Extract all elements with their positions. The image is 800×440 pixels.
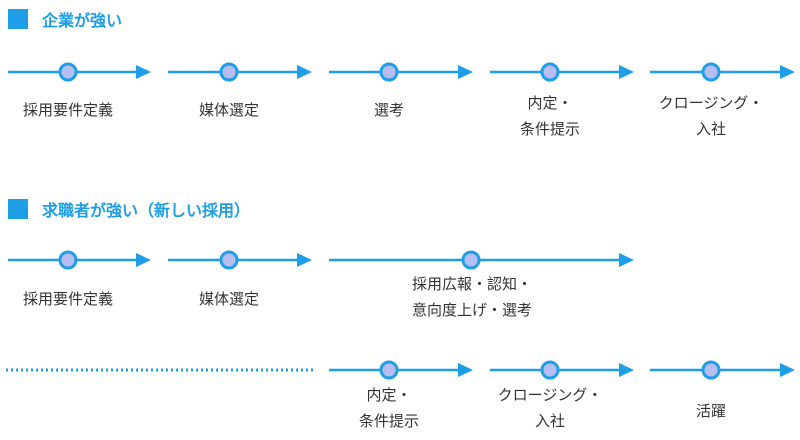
s2-row1-arrow-2 <box>168 253 312 267</box>
s2-row1-arrow-3 <box>329 253 634 267</box>
section1-marker <box>8 9 28 29</box>
s1-step5-label: クロージング・入社 <box>658 94 764 138</box>
s2-row2-node-3 <box>701 360 721 380</box>
s1-node-4 <box>540 62 560 82</box>
s2-row1-step2-label: 媒体選定 <box>198 290 259 308</box>
section2-marker <box>8 199 28 219</box>
s1-step4-label: 内定・条件提示 <box>519 94 580 138</box>
s1-node-5 <box>701 62 721 82</box>
s1-node-2 <box>219 62 239 82</box>
s2-row1-node-3 <box>461 250 481 270</box>
s2-row2-step1-label: 内定・条件提示 <box>358 386 419 430</box>
s1-node-3 <box>379 62 399 82</box>
section2-title: 求職者が強い（新しい採用） <box>42 201 251 220</box>
s1-arrow-3 <box>329 65 473 79</box>
s1-arrow-2 <box>168 65 312 79</box>
s1-arrow-5 <box>650 65 795 79</box>
s1-node-1 <box>58 62 78 82</box>
section1-title: 企業が強い <box>42 11 123 30</box>
s1-step3-label: 選考 <box>373 101 404 119</box>
s2-row1-node-2 <box>219 250 239 270</box>
s1-arrow-4 <box>490 65 634 79</box>
s2-row2-node-2 <box>540 360 560 380</box>
s2-row2-step2-label: クロージング・入社 <box>497 386 603 430</box>
s2-row1-step1-label: 採用要件定義 <box>22 290 113 308</box>
s1-step1-label: 採用要件定義 <box>22 101 113 119</box>
s2-row1-arrow-1 <box>8 253 151 267</box>
s2-row2-arrow-3 <box>650 363 795 377</box>
section2-header: 求職者が強い（新しい採用） <box>8 198 250 220</box>
s1-arrow-1 <box>8 65 151 79</box>
s2-row2-node-1 <box>379 360 399 380</box>
s2-row2-step3-label: 活躍 <box>695 402 726 420</box>
s2-row2-arrow-1 <box>329 363 473 377</box>
s1-step2-label: 媒体選定 <box>198 101 259 119</box>
section1-header: 企業が強い <box>8 8 122 30</box>
s2-row1-node-1 <box>58 250 78 270</box>
s2-row2-arrow-2 <box>490 363 634 377</box>
s2-row1-step3-label: 採用広報・認知・意向度上げ・選考 <box>411 275 532 319</box>
